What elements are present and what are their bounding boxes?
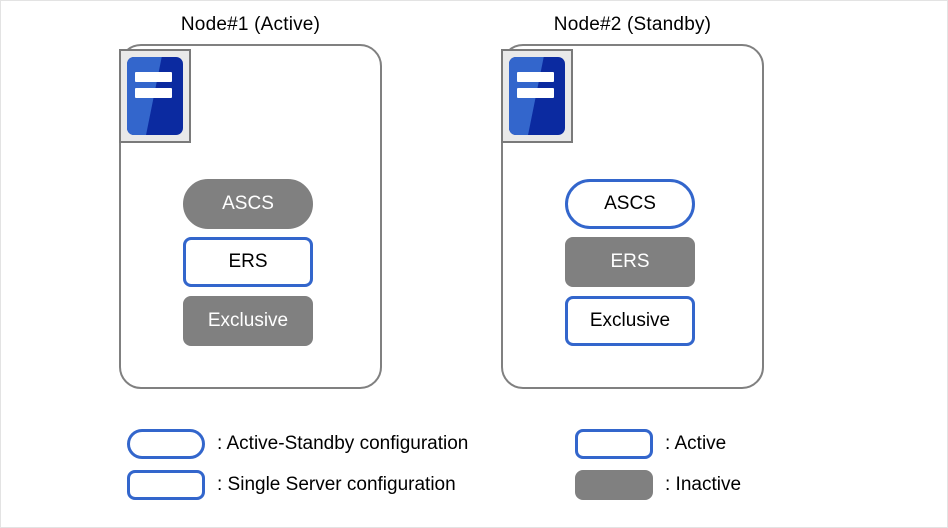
legend-swatch-rect [127,470,205,500]
node-2-service-exclusive[interactable]: Exclusive [565,296,695,346]
node-1-service-ascs[interactable]: ASCS [183,179,313,229]
node-1-title: Node#1 (Active) [180,14,321,35]
legend-label-active-standby: : Active-Standby configuration [217,433,469,454]
legend-label-inactive: : Inactive [665,474,742,495]
node-2-service-ers[interactable]: ERS [565,237,695,287]
legend-label-active: : Active [665,433,727,454]
legend-swatch-pill [127,429,205,459]
legend-item-active: : Active [575,429,726,459]
server-icon-bar-bottom [134,88,172,99]
server-icon-body [127,57,183,135]
legend-swatch-active [575,429,653,459]
server-icon-bar-bottom [516,88,554,99]
legend-item-inactive: : Inactive [575,470,741,500]
node-1-service-exclusive[interactable]: Exclusive [183,296,313,346]
server-icon-bar-top [134,71,172,82]
legend-label-single-server: : Single Server configuration [217,474,456,495]
legend-item-active-standby: : Active-Standby configuration [127,429,468,459]
node-2-title: Node#2 (Standby) [553,14,712,35]
legend-item-single-server: : Single Server configuration [127,470,456,500]
node-1-service-ers[interactable]: ERS [183,237,313,287]
server-icon [119,49,191,143]
legend-swatch-inactive [575,470,653,500]
node-2-service-ascs[interactable]: ASCS [565,179,695,229]
server-icon [501,49,573,143]
server-icon-body [509,57,565,135]
server-icon-bar-top [516,71,554,82]
